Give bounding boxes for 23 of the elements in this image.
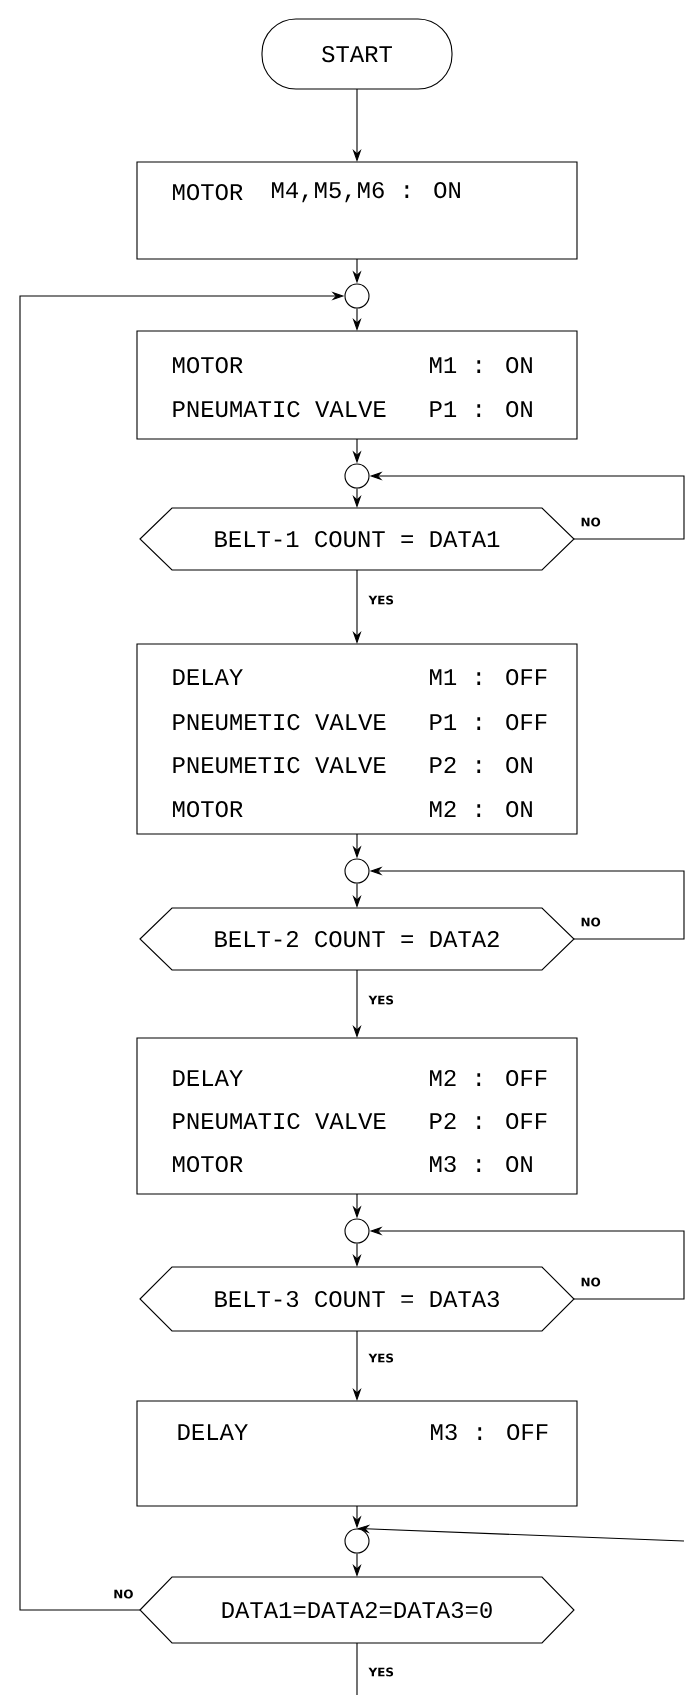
edge-label: NO bbox=[578, 515, 603, 529]
edge-label: YES bbox=[366, 1351, 396, 1365]
process-box: DELAY M1 : OFF PNEUMETIC VALVE P1 : OFF PNEUMETIC VALVE P2 : ON MOTOR M2 : ON bbox=[136, 643, 578, 835]
edge-label: YES bbox=[366, 993, 396, 1007]
connector-circle bbox=[344, 463, 370, 489]
process-box: MOTOR M1 : ON PNEUMATIC VALVE P1 : ON bbox=[136, 330, 578, 440]
decision-hexagon: BELT-3 COUNT = DATA3 bbox=[139, 1266, 575, 1332]
process-box: MOTOR M4,M5,M6 : ON bbox=[136, 161, 578, 260]
edge-label: YES bbox=[366, 1665, 396, 1679]
connector-circle bbox=[344, 283, 370, 309]
edge-label: NO bbox=[111, 1587, 136, 1601]
decision-hexagon: BELT-2 COUNT = DATA2 bbox=[139, 907, 575, 971]
decision-hexagon: BELT-1 COUNT = DATA1 bbox=[139, 507, 575, 571]
edge-label: NO bbox=[578, 915, 603, 929]
connector-circle bbox=[344, 1528, 370, 1554]
process-box: DELAY M3 : OFF bbox=[136, 1400, 578, 1507]
start-terminal: START bbox=[261, 18, 453, 90]
connector-circle bbox=[344, 1218, 370, 1244]
decision-hexagon: DATA1=DATA2=DATA3=0 bbox=[139, 1576, 575, 1644]
process-box: DELAY M2 : OFF PNEUMATIC VALVE P2 : OFF MOTOR M3 : ON bbox=[136, 1037, 578, 1195]
connector-circle bbox=[344, 858, 370, 884]
edge-label: NO bbox=[578, 1275, 603, 1289]
edge-label: YES bbox=[366, 593, 396, 607]
